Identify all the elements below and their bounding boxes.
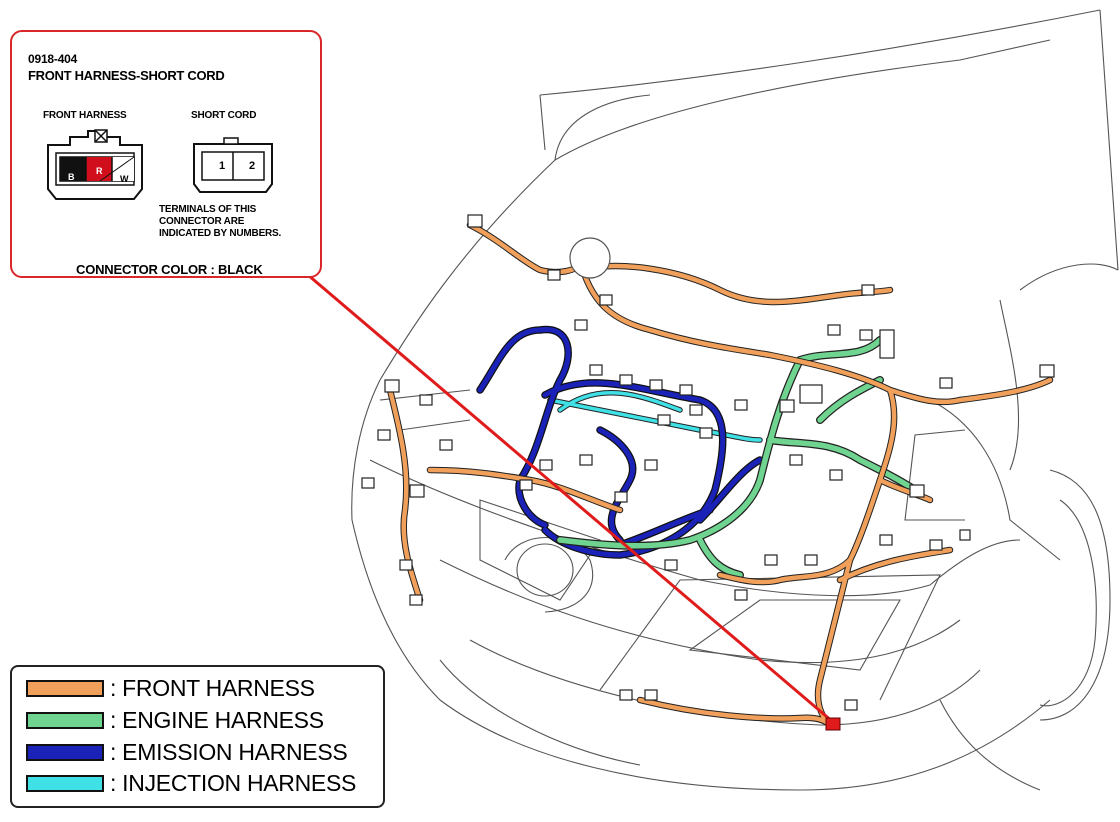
terminal-2: 2	[249, 160, 255, 172]
legend-swatch-engine	[26, 711, 104, 729]
legend-item-front-harness: : FRONT HARNESS	[26, 674, 315, 701]
target-connector	[825, 717, 841, 731]
connector-color-text: CONNECTOR COLOR : BLACK	[76, 262, 263, 277]
note-line-1: TERMINALS OF THIS	[159, 204, 257, 215]
car-body-outline	[351, 9, 1119, 791]
terminal-r: R	[96, 166, 103, 176]
front-harness-connector-label: FRONT HARNESS	[43, 110, 127, 121]
connector-code: 0918-404	[28, 52, 78, 66]
legend-item-engine-harness: : ENGINE HARNESS	[26, 706, 324, 733]
front-harness-connector-face	[47, 129, 143, 200]
connector-title: FRONT HARNESS-SHORT CORD	[28, 68, 225, 83]
terminal-1: 1	[219, 160, 225, 172]
note-line-3: INDICATED BY NUMBERS.	[159, 228, 282, 239]
legend-swatch-front	[26, 679, 104, 697]
short-cord-connector-face	[193, 137, 273, 193]
short-cord-connector-label: SHORT CORD	[191, 110, 257, 121]
callout-pointer-line	[307, 273, 834, 724]
terminal-b: B	[68, 172, 75, 182]
legend-item-emission-harness: : EMISSION HARNESS	[26, 738, 348, 765]
legend-label-injection: : INJECTION HARNESS	[110, 769, 357, 796]
legend-swatch-emission	[26, 743, 104, 761]
relay-box-circle	[569, 237, 611, 279]
legend-item-injection-harness: : INJECTION HARNESS	[26, 769, 357, 796]
legend-swatch-injection	[26, 774, 104, 792]
connector-blocks	[361, 214, 1055, 711]
legend-label-front: : FRONT HARNESS	[110, 674, 315, 701]
wire-harness-routes	[386, 221, 1054, 729]
harness-legend: : FRONT HARNESS : ENGINE HARNESS : EMISS…	[10, 665, 385, 808]
legend-label-emission: : EMISSION HARNESS	[110, 738, 348, 765]
connector-callout: 0918-404 FRONT HARNESS-SHORT CORD FRONT …	[10, 30, 322, 278]
terminal-w: W	[120, 174, 129, 184]
terminal-note: TERMINALS OF THIS CONNECTOR ARE INDICATE…	[159, 204, 329, 240]
note-line-2: CONNECTOR ARE	[159, 216, 245, 227]
legend-label-engine: : ENGINE HARNESS	[110, 706, 324, 733]
